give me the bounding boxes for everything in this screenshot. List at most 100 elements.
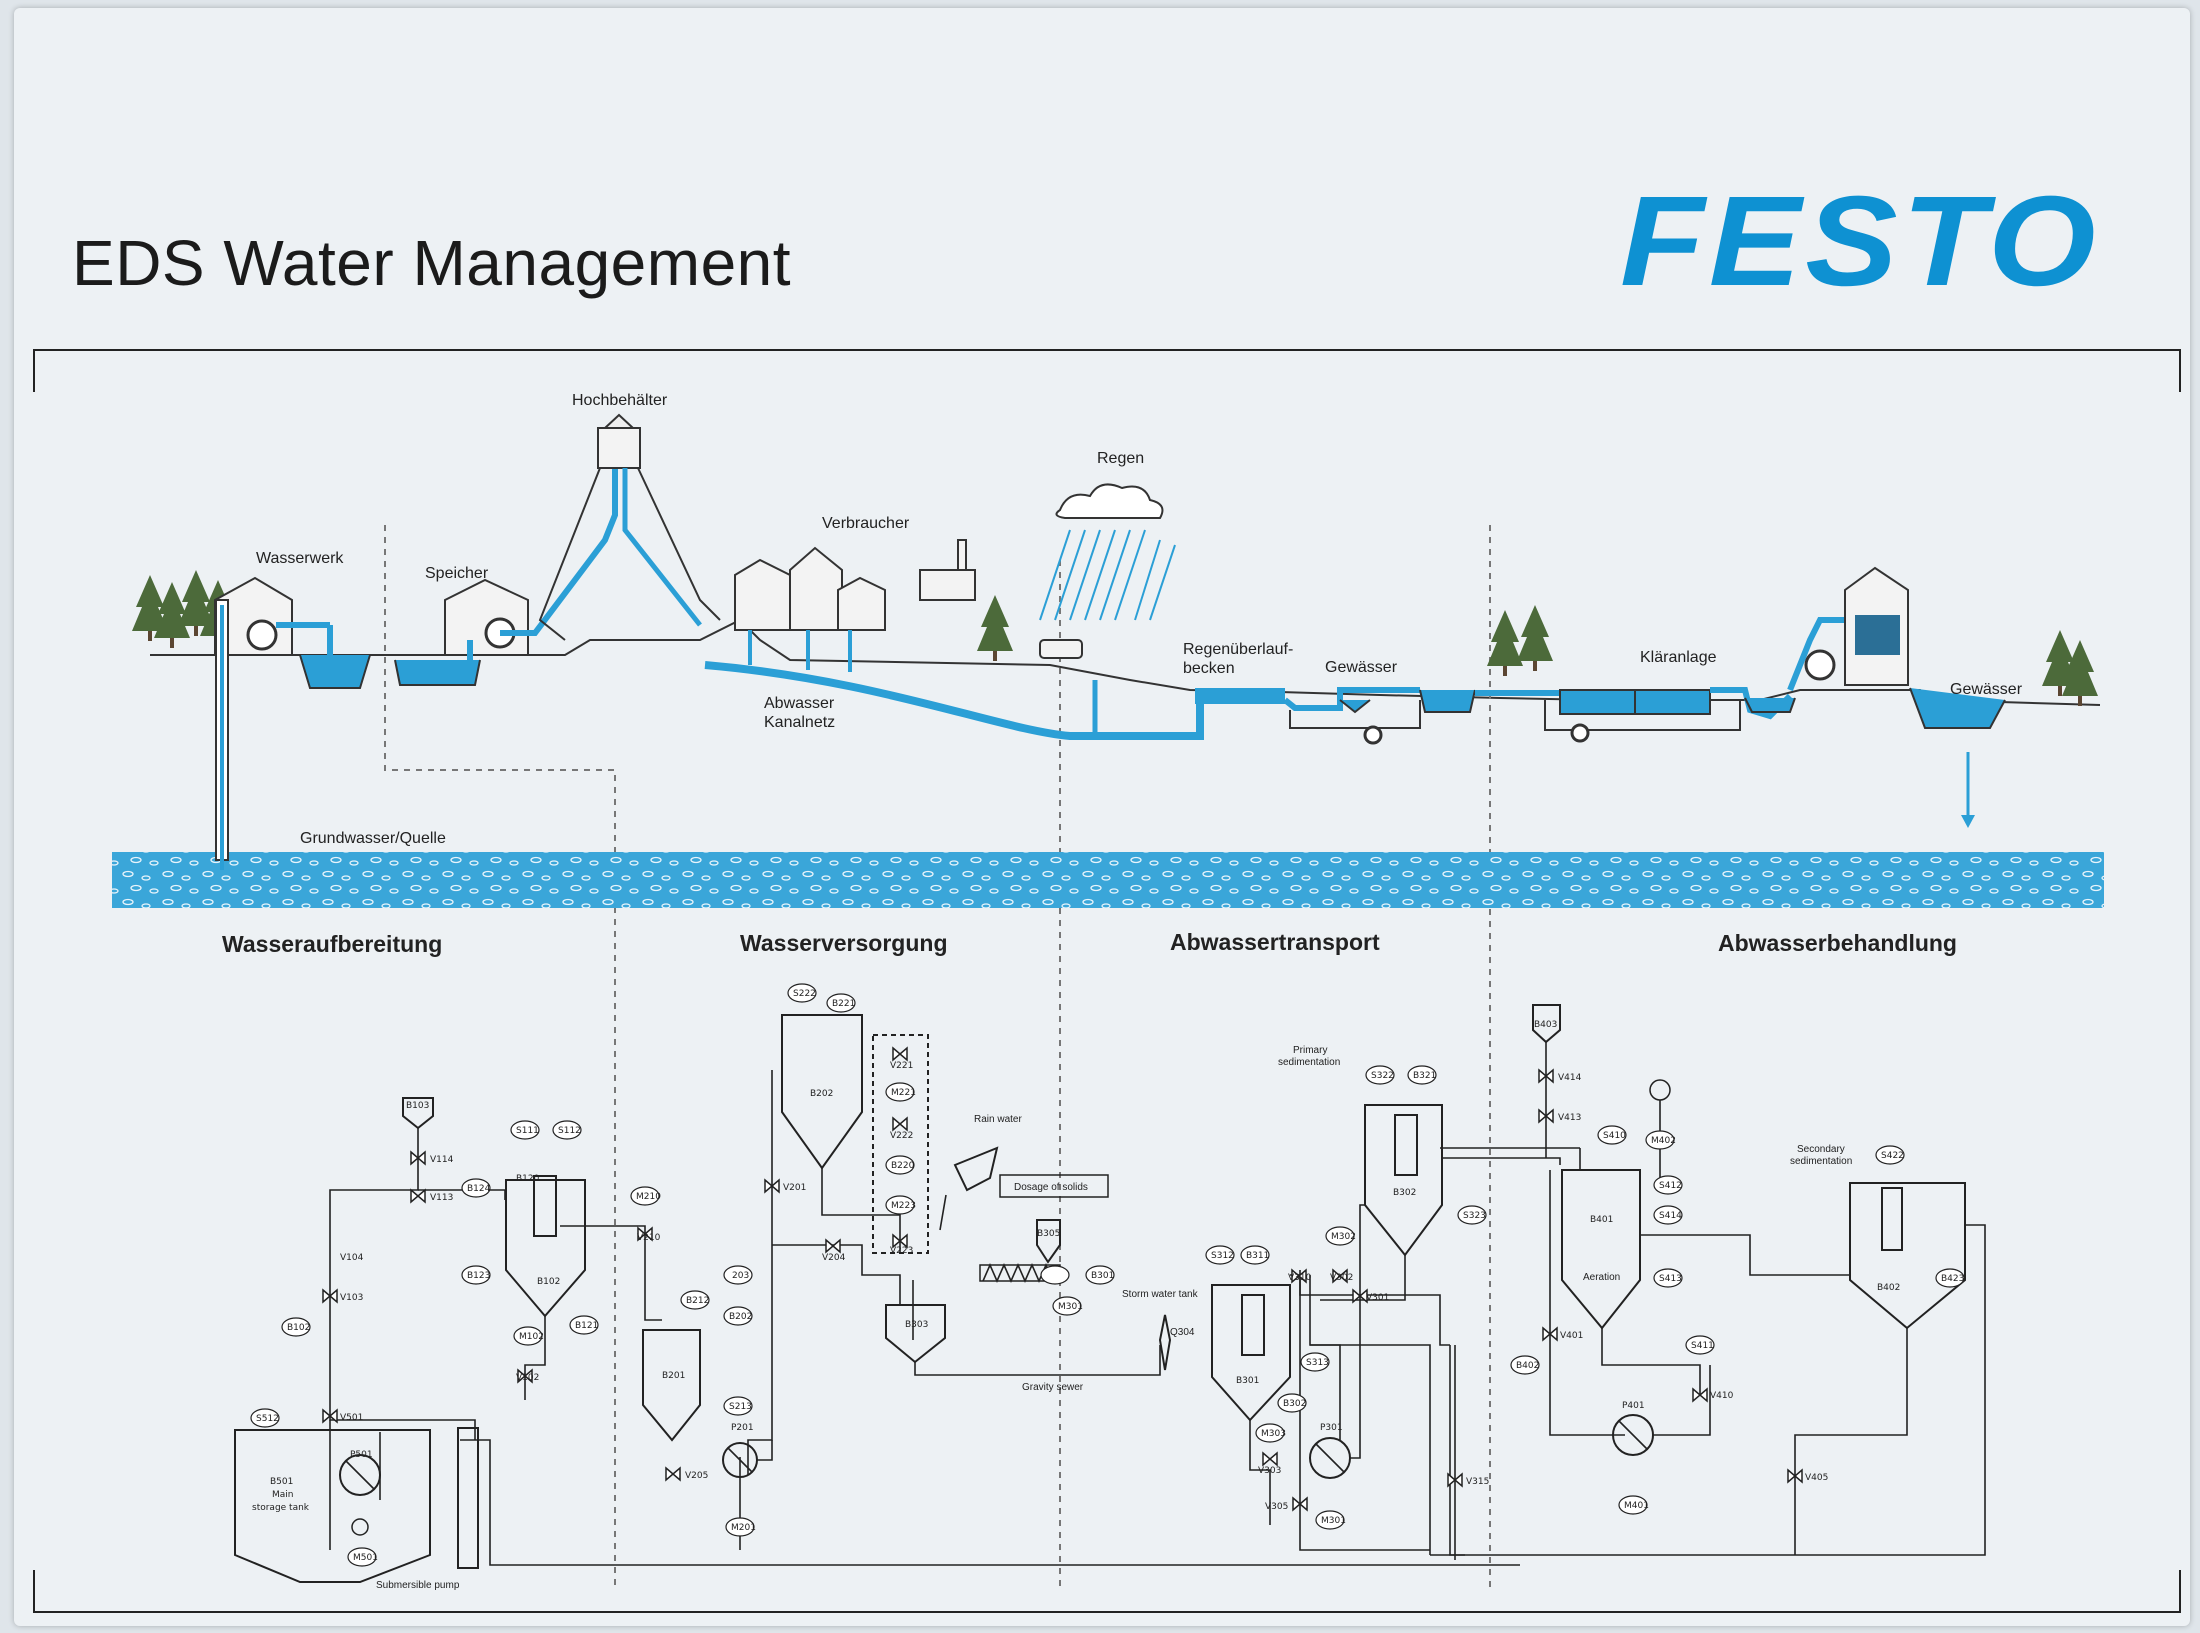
tag-m402: M402: [1651, 1136, 1676, 1146]
label-gewaesser-2: Gewässer: [1950, 681, 2023, 698]
note-rain-water: Rain water: [974, 1114, 1022, 1125]
water-tower: [538, 413, 721, 641]
tag-s411: S411: [1691, 1341, 1714, 1351]
tag-m221: M221: [891, 1088, 916, 1098]
tag-b311: B311: [1246, 1251, 1269, 1261]
tag-p501: P501: [350, 1450, 373, 1460]
storage-building: [444, 578, 529, 665]
tag-v414: V414: [1558, 1073, 1582, 1083]
note-aeration: Aeration: [1583, 1272, 1620, 1283]
tag-s413: S413: [1659, 1274, 1682, 1284]
tag-s512: S512: [256, 1414, 279, 1424]
label-becken: becken: [1183, 660, 1235, 677]
tag-v102: V102: [516, 1373, 539, 1383]
tag-s412: S412: [1659, 1181, 1682, 1191]
tag-v501: V501: [340, 1413, 363, 1423]
tag-s322: S322: [1371, 1071, 1394, 1081]
instrument-bubbles: [250, 983, 1965, 1567]
tag-p401: P401: [1622, 1401, 1645, 1411]
tag-v103: V103: [340, 1293, 363, 1303]
tag-b305: B305: [1037, 1229, 1060, 1239]
tag-p201: P201: [731, 1423, 754, 1433]
tag-m223: M223: [891, 1201, 916, 1211]
tag-b202: B202: [810, 1089, 833, 1099]
tag-b321: B321: [1413, 1071, 1436, 1081]
tag-v303: V303: [1258, 1466, 1281, 1476]
tag-m303: M303: [1261, 1429, 1286, 1439]
tag-s323: S323: [1463, 1211, 1486, 1221]
label-klaeranlage: Kläranlage: [1640, 649, 1717, 666]
tag-v221: V221: [890, 1061, 913, 1071]
label-regenueberlauf: Regenüberlauf-: [1183, 641, 1293, 658]
section-titles: Wasseraufbereitung Wasserversorgung Abwa…: [222, 929, 1957, 957]
tag-b212: B212: [686, 1296, 709, 1306]
frame-lines: [33, 349, 2181, 1613]
note-submersible-pump: Submersible pump: [376, 1580, 460, 1591]
tag-b501-storage: storage tank: [252, 1503, 310, 1513]
section-wasserversorgung: Wasserversorgung: [740, 930, 948, 956]
tag-v410: V410: [1710, 1391, 1734, 1401]
rain-cloud: [1039, 483, 1176, 621]
process-schematic: [234, 1004, 1986, 1583]
tag-m401: M401: [1624, 1501, 1649, 1511]
tag-v222: V222: [890, 1131, 913, 1141]
tag-b202i: B202: [729, 1312, 752, 1322]
tag-s312: S312: [1211, 1251, 1234, 1261]
tag-v301: V301: [1366, 1293, 1389, 1303]
tag-s410: S410: [1603, 1131, 1626, 1141]
tag-b221: B221: [832, 999, 855, 1009]
waterworks-building: [214, 576, 293, 870]
tag-b220: B220: [891, 1161, 915, 1171]
tag-v315: V315: [1466, 1477, 1489, 1487]
tag-b423: B423: [1941, 1274, 1964, 1284]
tag-v302: V302: [1330, 1273, 1353, 1283]
tag-m201: M201: [731, 1523, 756, 1533]
tag-b124: B124: [467, 1184, 491, 1194]
label-abwasser: Abwasser: [764, 695, 835, 712]
landscape-illustration: [112, 413, 2104, 1590]
tag-m301: M301: [1058, 1302, 1083, 1312]
note-secondary: Secondary: [1797, 1144, 1845, 1155]
label-gewaesser-1: Gewässer: [1325, 659, 1398, 676]
tag-b201: B201: [662, 1371, 685, 1381]
note-gravity-sewer: Gravity sewer: [1022, 1382, 1084, 1393]
tag-v113: V113: [430, 1193, 453, 1203]
section-abwasserbehandlung: Abwasserbehandlung: [1718, 930, 1957, 956]
label-kanalnetz: Kanalnetz: [764, 714, 835, 731]
tag-p301: P301: [1320, 1423, 1343, 1433]
tag-m102: M102: [519, 1332, 544, 1342]
tag-b120: B120: [516, 1174, 540, 1184]
note-storm-tank: Storm water tank: [1122, 1289, 1199, 1300]
tag-s414: S414: [1659, 1211, 1682, 1221]
tag-b121: B121: [575, 1321, 598, 1331]
tag-v210: V210: [637, 1233, 661, 1243]
note-dosage: Dosage of solids: [1014, 1182, 1088, 1193]
section-abwassertransport: Abwassertransport: [1170, 929, 1380, 955]
tag-v305: V305: [1265, 1502, 1288, 1512]
schematic-tags: B103 B102 B501 Main storage tank B202 B2…: [252, 989, 1964, 1591]
festo-logo: FESTO: [1620, 170, 2100, 313]
tag-v401: V401: [1560, 1331, 1583, 1341]
tag-s222: S222: [793, 989, 816, 999]
tree-icon: [977, 595, 1013, 661]
treatment-basins: [276, 622, 481, 689]
tag-m302: M302: [1331, 1232, 1356, 1242]
treatment-plant-line: [1195, 566, 2006, 745]
tag-v413: V413: [1558, 1113, 1581, 1123]
label-wasserwerk: Wasserwerk: [256, 550, 344, 567]
label-regen: Regen: [1097, 450, 1144, 467]
tag-b102: B102: [537, 1277, 560, 1287]
label-hochbehaelter: Hochbehälter: [572, 392, 668, 409]
tag-b401: B401: [1590, 1215, 1613, 1225]
label-verbraucher: Verbraucher: [822, 515, 910, 532]
tag-b302: B302: [1393, 1188, 1416, 1198]
sewer-network: [704, 661, 1280, 740]
note-secondary-sed: sedimentation: [1790, 1156, 1852, 1167]
tag-v204: V204: [822, 1253, 846, 1263]
consumer-houses: [734, 539, 976, 631]
tag-b302i: B302: [1283, 1399, 1306, 1409]
tag-s111: S111: [516, 1126, 539, 1136]
tag-m210: M210: [636, 1192, 661, 1202]
page-title: EDS Water Management: [72, 227, 792, 299]
